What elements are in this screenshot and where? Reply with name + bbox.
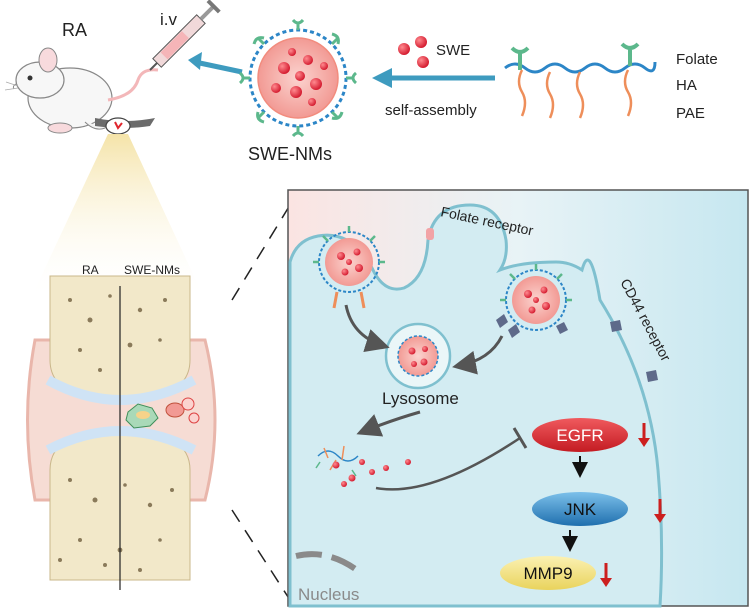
pathway-label-mmp9: MMP9 [523,564,572,583]
down-arrow-icon [654,499,666,523]
lysosome-icon [384,322,452,390]
swe-label: SWE [436,42,470,59]
released-drug-icon [315,445,411,487]
self-assembly-label: self-assembly [385,102,477,119]
nanoparticle-icon [313,226,385,309]
ra-title: RA [62,20,87,40]
swe-drug-icon [398,36,429,68]
injection-arrow [194,59,243,75]
iv-label: i.v [160,10,178,29]
nanoparticle-icon [500,264,572,331]
folate-label: Folate [676,51,718,68]
nucleus-label: Nucleus [298,585,359,604]
down-arrow-icon [638,423,650,447]
ha-label: HA [676,77,697,94]
down-arrow-icon [600,563,612,587]
pathway-node-mmp9: MMP9 [500,556,596,590]
lysosome-label: Lysosome [382,389,459,408]
pathway-node-jnk: JNK [532,492,628,526]
zoom-line-bottom [231,509,291,601]
inhibition-arrow [375,436,521,491]
syringe-icon [149,0,221,71]
polymer-icon [504,42,657,119]
release-arrow [356,410,421,437]
joint-icon [26,275,217,590]
light-beam [30,134,205,300]
pathway-node-egfr: EGFR [532,418,628,452]
nucleus-icon [295,551,364,577]
mouse-icon [4,47,159,134]
endocytosis-arrow-2 [452,335,504,375]
joint-swe-nms-label: SWE-NMs [124,263,180,277]
nanoparticle-icon [238,18,358,138]
zoom-line-top [231,204,291,301]
endocytosis-arrow-1 [344,304,390,353]
pathway-label-jnk: JNK [564,500,597,519]
joint-ra-label: RA [82,263,99,277]
pae-label: PAE [676,105,705,122]
swe-nms-title: SWE-NMs [248,144,332,164]
receptor-icon [426,228,658,382]
pathway-label-egfr: EGFR [556,426,603,445]
